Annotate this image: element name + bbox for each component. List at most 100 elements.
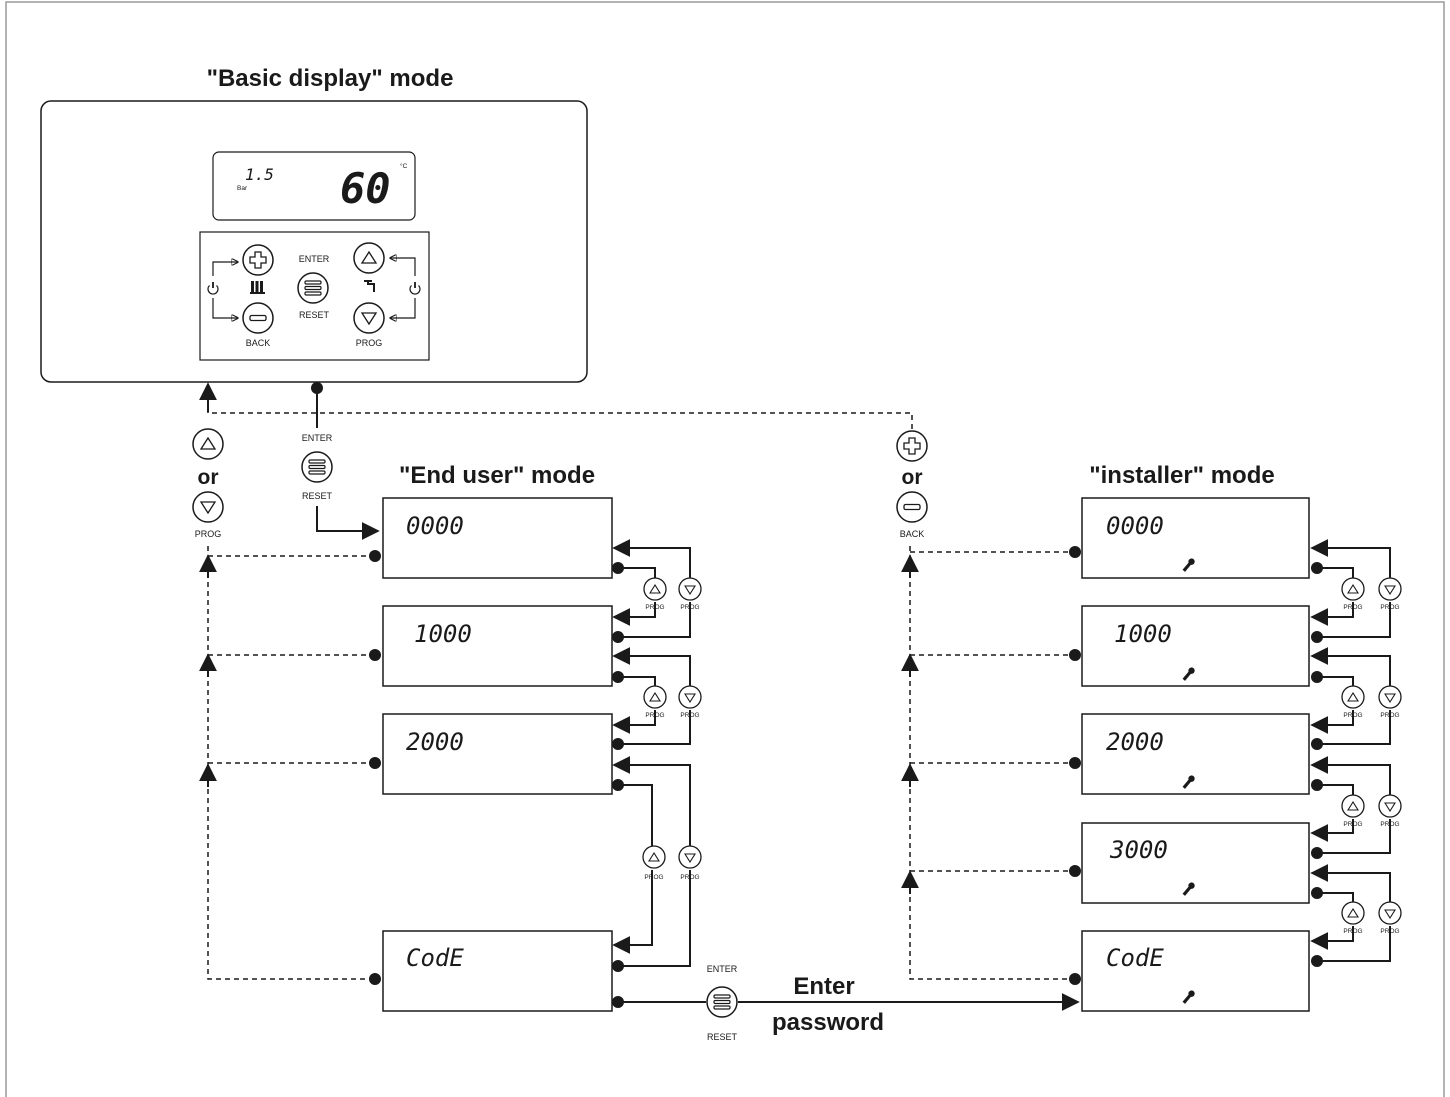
up-button-small[interactable]	[1341, 901, 1365, 925]
down-triangle-icon	[1384, 802, 1396, 813]
down-button-small[interactable]	[1378, 685, 1402, 709]
basic-display-title: "Basic display" mode	[207, 65, 454, 92]
end-user-screen: 1000	[369, 605, 613, 687]
down-button-small[interactable]	[1378, 794, 1402, 818]
enter-reset-button[interactable]	[301, 451, 333, 483]
prog-label: PROG	[1343, 712, 1362, 719]
screen-code: CodE	[406, 944, 464, 972]
reset-label: RESET	[299, 310, 330, 320]
down-button-small[interactable]	[678, 577, 702, 601]
down-triangle-icon	[684, 853, 696, 864]
up-triangle-icon	[1347, 800, 1359, 811]
up-triangle-icon	[360, 250, 378, 264]
prog-label: PROG	[1343, 604, 1362, 611]
down-triangle-icon	[199, 501, 217, 515]
down-triangle-icon	[684, 585, 696, 596]
screen-code: 2000	[406, 728, 464, 756]
end-user-screen: 0000	[369, 497, 613, 579]
screen-code: 1000	[1114, 620, 1172, 648]
radiator-icon	[250, 281, 265, 294]
screen-code: 1000	[414, 620, 472, 648]
down-button-small[interactable]	[1378, 577, 1402, 601]
prog-label: PROG	[1343, 928, 1362, 935]
menu-lines-icon	[304, 280, 322, 296]
installer-screen: 3000	[1069, 822, 1310, 904]
up-triangle-icon	[1347, 907, 1359, 918]
power-icon[interactable]	[409, 282, 421, 295]
screen-code: CodE	[1106, 944, 1164, 972]
power-icon[interactable]	[207, 282, 219, 295]
down-triangle-icon	[684, 693, 696, 704]
minus-button-small[interactable]	[896, 491, 928, 523]
basic-display-panel: 1.5 Bar 60 °C	[40, 100, 588, 383]
up-triangle-icon	[1347, 691, 1359, 702]
minus-button[interactable]	[242, 302, 274, 334]
installer-screen: 1000	[1069, 605, 1310, 687]
up-button-small[interactable]	[643, 577, 667, 601]
enter-password-line1: Enter	[793, 973, 854, 1000]
down-triangle-icon	[360, 312, 378, 326]
up-button[interactable]	[353, 242, 385, 274]
prog-label: PROG	[195, 529, 222, 539]
reset-label: RESET	[302, 491, 333, 501]
down-button[interactable]	[353, 302, 385, 334]
prog-label: PROG	[645, 712, 664, 719]
down-triangle-icon	[1384, 693, 1396, 704]
enter-reset-button[interactable]	[297, 272, 329, 304]
prog-label: PROG	[680, 712, 699, 719]
up-button-small[interactable]	[643, 685, 667, 709]
up-triangle-icon	[199, 436, 217, 450]
down-button-small[interactable]	[678, 685, 702, 709]
minus-icon	[903, 503, 921, 511]
wrench-icon	[1182, 558, 1195, 572]
end-user-screen: CodE	[369, 930, 613, 1012]
prog-label: PROG	[1380, 712, 1399, 719]
up-button-small[interactable]	[192, 428, 224, 460]
down-triangle-icon	[1384, 909, 1396, 920]
installer-screen: CodE	[1069, 930, 1310, 1012]
screen-code: 3000	[1109, 836, 1168, 864]
down-triangle-icon	[1384, 585, 1396, 596]
wrench-icon	[1182, 667, 1195, 681]
down-button-small[interactable]	[192, 491, 224, 523]
up-triangle-icon	[649, 583, 661, 594]
back-label: BACK	[246, 338, 271, 348]
up-triangle-icon	[1347, 583, 1359, 594]
reset-label: RESET	[707, 1032, 738, 1042]
plus-icon	[249, 251, 267, 269]
back-label: BACK	[900, 529, 925, 539]
installer-screen: 0000	[1069, 497, 1310, 579]
up-button-small[interactable]	[1341, 577, 1365, 601]
or-label: or	[198, 466, 219, 489]
basic-lcd	[212, 151, 416, 221]
end-user-screen: 2000	[369, 713, 613, 795]
up-button-small[interactable]	[1341, 685, 1365, 709]
screen-code: 2000	[1106, 728, 1164, 756]
tap-icon	[364, 280, 375, 292]
enter-password-line2: password	[772, 1009, 884, 1036]
plus-button[interactable]	[242, 244, 274, 276]
prog-label: PROG	[356, 338, 383, 348]
prog-label: PROG	[680, 874, 699, 881]
up-triangle-icon	[649, 691, 661, 702]
up-button-small[interactable]	[642, 845, 666, 869]
prog-label: PROG	[645, 604, 664, 611]
up-button-small[interactable]	[1341, 794, 1365, 818]
enter-label: ENTER	[299, 254, 330, 264]
menu-lines-icon	[713, 994, 731, 1010]
plus-button-small[interactable]	[896, 430, 928, 462]
enter-reset-button[interactable]	[706, 986, 738, 1018]
prog-label: PROG	[1380, 821, 1399, 828]
down-button-small[interactable]	[678, 845, 702, 869]
down-button-small[interactable]	[1378, 901, 1402, 925]
or-label: or	[902, 466, 923, 489]
installer-title: "installer" mode	[1089, 462, 1274, 489]
pressure-unit: Bar	[237, 185, 248, 192]
up-triangle-icon	[648, 851, 660, 862]
wrench-icon	[1182, 775, 1195, 789]
screen-code: 0000	[1106, 512, 1164, 540]
prog-label: PROG	[1380, 604, 1399, 611]
prog-label: PROG	[1380, 928, 1399, 935]
screen-code: 0000	[406, 512, 464, 540]
temperature-unit: °C	[400, 162, 408, 170]
